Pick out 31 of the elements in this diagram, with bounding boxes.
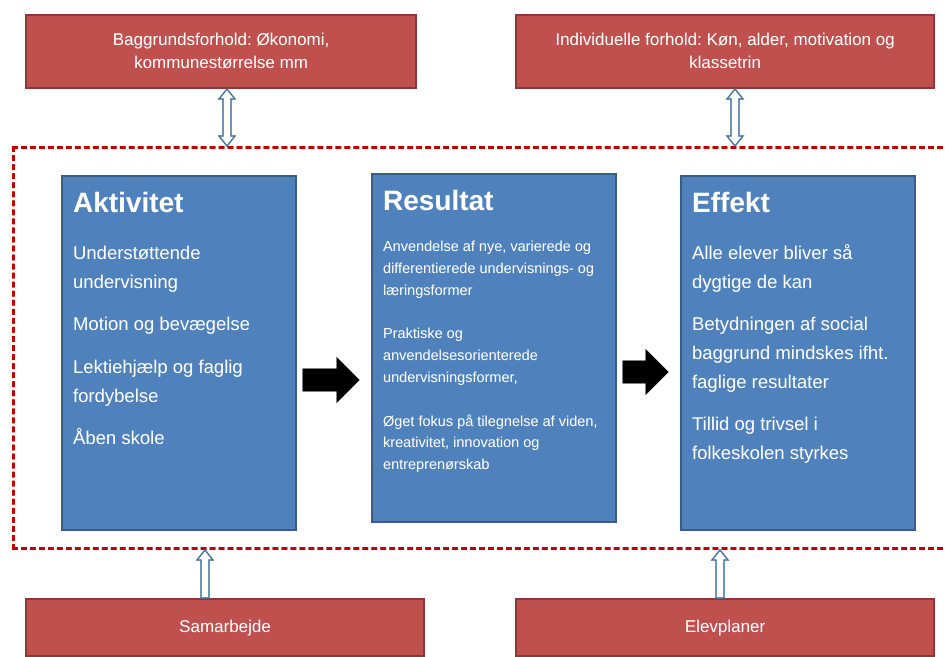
box-text: Betydningen af social baggrund mindskes ifht. faglige resultater	[692, 312, 890, 394]
hollow-arrow	[195, 548, 215, 599]
box-text: Åben skole	[73, 426, 166, 450]
block-arrow	[302, 356, 360, 404]
stage-box	[680, 175, 916, 531]
box-heading: Resultat	[383, 185, 494, 217]
dashed-frame	[12, 146, 945, 550]
factor-box	[515, 14, 935, 89]
box-text: Motion og bevægelse	[73, 312, 251, 336]
box-heading: Effekt	[692, 187, 771, 219]
box-text: Øget fokus på tilegnelse af viden, kreativitet, innovation og entreprenørskab	[383, 412, 598, 475]
box-text: Individuelle forhold: Køn, alder, motivation og klassetrin	[554, 28, 896, 74]
hollow-arrow	[710, 548, 730, 599]
box-text: Praktiske og anvendelsesorienterede undervisningsformer,	[383, 325, 539, 388]
box-text: Lektiehjælp og faglig fordybelse	[73, 355, 244, 408]
factor-box	[25, 598, 425, 657]
box-text: Baggrundsforhold: Økonomi, kommunestørrelse mm	[112, 28, 330, 74]
stage-box	[371, 173, 617, 523]
box-heading: Aktivitet	[73, 187, 184, 219]
block-arrow	[622, 348, 669, 396]
factor-box	[25, 14, 417, 89]
box-text: Tillid og trivsel i folkeskolen styrkes	[692, 412, 850, 466]
box-text: Samarbejde	[179, 616, 271, 638]
box-text: Alle elever bliver så dygtige de kan	[692, 241, 854, 294]
double-arrow	[217, 88, 237, 148]
stage-box	[61, 175, 297, 531]
box-text: Elevplaner	[684, 616, 766, 638]
double-arrow	[725, 88, 745, 148]
factor-box	[515, 598, 935, 657]
box-text: Understøttende undervisning	[73, 241, 202, 294]
box-text: Anvendelse af nye, varierede og differentierede undervisnings- og læringsformer	[383, 238, 595, 300]
